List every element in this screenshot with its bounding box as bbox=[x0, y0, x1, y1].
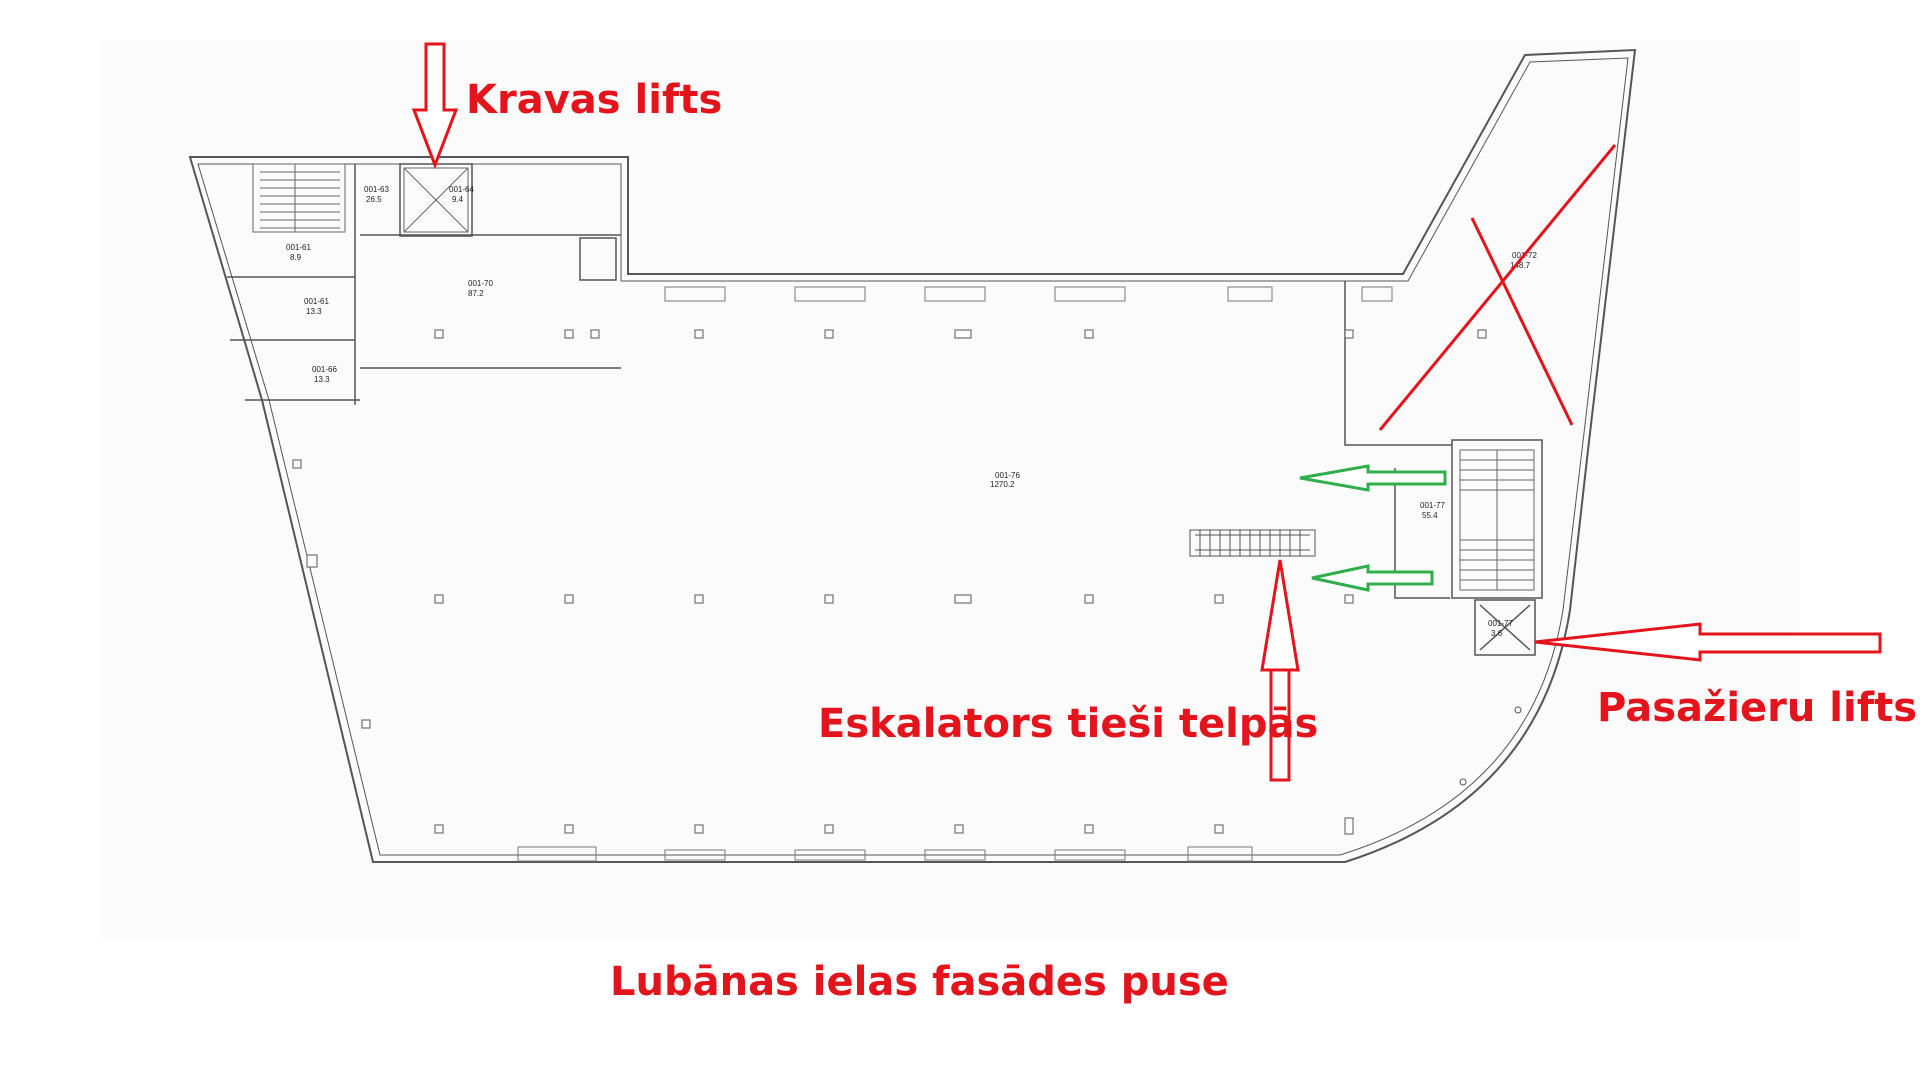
lift-room-area: 3.6 bbox=[1491, 629, 1503, 638]
green-arrow-lower bbox=[1311, 564, 1434, 592]
escalator bbox=[1189, 529, 1316, 557]
wc-b-code: 001-66 bbox=[312, 365, 337, 374]
stair-room-area: 55.4 bbox=[1422, 511, 1438, 520]
lift-room-code: 001-77 bbox=[1488, 619, 1513, 628]
escalator-arrow-head bbox=[1260, 559, 1300, 672]
freight-lift-arrow bbox=[411, 42, 459, 170]
stair-room-code: 001-77 bbox=[1420, 501, 1445, 510]
main-hall-code: 001-76 bbox=[995, 471, 1020, 480]
main-hall-area: 1270.2 bbox=[990, 480, 1015, 489]
office-code: 001-70 bbox=[468, 279, 493, 288]
column-round bbox=[1459, 778, 1467, 786]
corridor-area: 8.9 bbox=[290, 253, 302, 262]
crossed-room-area: 148.7 bbox=[1510, 261, 1531, 270]
stair-top-code: 001-63 bbox=[364, 185, 389, 194]
freight-lift-room-code: 001-64 bbox=[449, 185, 474, 194]
freight-lift-room-area: 9.4 bbox=[452, 195, 464, 204]
facade-side-label: Lubānas ielas fasādes puse bbox=[610, 959, 1229, 1005]
stair-top-left bbox=[252, 163, 346, 233]
freight-lift-shaft bbox=[403, 167, 469, 233]
windows-top bbox=[664, 286, 1393, 302]
columns bbox=[292, 329, 1487, 835]
corridor-code: 001-61 bbox=[286, 243, 311, 252]
building-outline bbox=[188, 48, 1637, 863]
passenger-lift-arrow bbox=[1534, 622, 1882, 662]
column-round bbox=[1514, 706, 1522, 714]
wc-a-area: 13.3 bbox=[306, 307, 322, 316]
escalator-label: Eskalators tieši telpās bbox=[818, 701, 1319, 747]
wc-a-code: 001-61 bbox=[304, 297, 329, 306]
freight-lift-label: Kravas lifts bbox=[466, 77, 723, 123]
red-cross-mark bbox=[1378, 144, 1617, 431]
green-arrow-upper bbox=[1299, 464, 1447, 492]
windows-bottom bbox=[517, 846, 1253, 862]
stair-top-area: 26.5 bbox=[366, 195, 382, 204]
passenger-lift-label: Pasažieru lifts bbox=[1597, 685, 1918, 731]
office-area: 87.2 bbox=[468, 289, 484, 298]
wc-b-area: 13.3 bbox=[314, 375, 330, 384]
stair-right bbox=[1459, 449, 1535, 591]
